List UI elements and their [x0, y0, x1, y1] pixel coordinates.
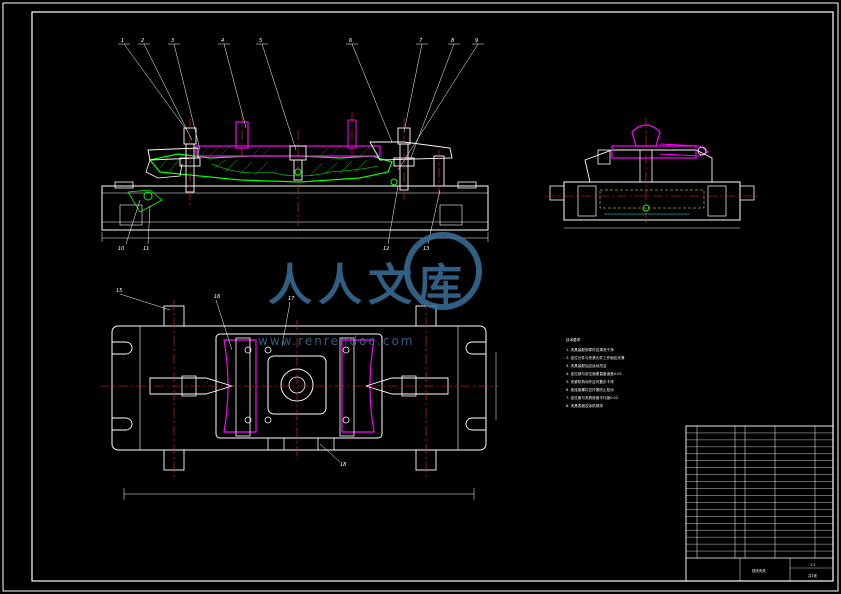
balloon-label: 12 [383, 246, 389, 252]
notes-line: 5. 夹紧机构动作应可靠无卡滞 [566, 379, 614, 384]
watermark-url: www.renrendoc.com [258, 334, 414, 348]
balloon-label: 2 [141, 38, 144, 44]
title-block-scale: 1:1 [810, 563, 815, 567]
watermark-text: 人人文库 [268, 260, 468, 311]
watermark: 人人文库 www.renrendoc.com [258, 232, 482, 348]
notes-heading: 技术要求 [566, 337, 581, 342]
title-block: 铣床夹具 1:1 共1张 [685, 425, 834, 582]
notes-line: 3. 夹具装配后应运动灵活 [566, 363, 607, 368]
balloon-label: 5 [259, 38, 262, 44]
notes-line: 8. 夹具表面应涂防锈漆 [566, 403, 603, 408]
balloon-label: 9 [475, 38, 478, 44]
balloon-label: 10 [118, 246, 124, 252]
watermark-logo-ring [404, 232, 482, 310]
plan-label: 18 [340, 462, 346, 468]
balloon-label: 11 [143, 246, 149, 252]
front-view-balloon-labels: 1 2 3 4 5 6 7 8 9 10 11 12 13 [118, 38, 478, 252]
notes-line: 7. 定位面与夹具底面平行度0.02 [566, 395, 618, 400]
notes-line: 6. 各连接螺钉应拧紧防止松动 [566, 387, 614, 392]
balloon-label: 8 [451, 38, 454, 44]
balloon-label: 4 [221, 38, 224, 44]
balloon-label: 13 [423, 246, 429, 252]
technical-notes: 技术要求 1. 夹具装配前零件应清洗干净 2. 定位元件与夹紧元件工作面应光滑 … [566, 337, 625, 408]
balloon-label: 6 [349, 38, 352, 44]
front-view [101, 43, 489, 245]
balloon-label: 3 [171, 38, 174, 44]
balloon-label: 7 [419, 38, 423, 44]
plan-view: 15 16 17 18 [100, 288, 498, 500]
notes-line: 2. 定位元件与夹紧元件工作面应光滑 [566, 355, 625, 360]
balloon-label: 1 [121, 38, 124, 44]
drawing-frame [31, 11, 834, 582]
plan-label: 15 [116, 288, 122, 294]
title-block-sheet: 共1张 [808, 573, 818, 578]
notes-line: 1. 夹具装配前零件应清洗干净 [566, 347, 614, 352]
title-block-title: 铣床夹具 [752, 568, 766, 573]
plan-label: 17 [288, 296, 295, 302]
side-view [545, 118, 760, 229]
plan-label: 16 [214, 294, 220, 300]
notes-line: 4. 定位销与定位面垂直度误差0.02 [566, 371, 622, 376]
